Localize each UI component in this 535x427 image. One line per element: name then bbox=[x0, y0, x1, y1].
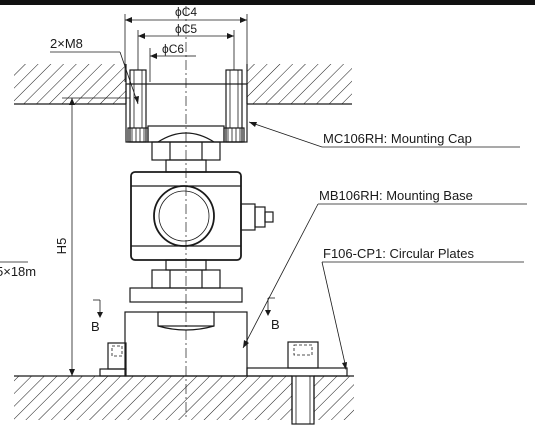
load-cell-body bbox=[130, 171, 274, 261]
upper-structure bbox=[14, 64, 352, 105]
thread-leader bbox=[50, 51, 139, 105]
callout-leader-mounting-cap bbox=[248, 121, 520, 148]
callout-leader-mounting-base bbox=[242, 203, 527, 349]
left-anchor-bolt bbox=[99, 342, 127, 377]
dim-label-c5: ϕC5 bbox=[175, 22, 197, 36]
dim-label-h5: H5 bbox=[54, 238, 69, 255]
mounting-cap bbox=[125, 69, 248, 143]
callout-mounting-base: MB106RH: Mounting Base bbox=[319, 188, 473, 203]
dim-label-thread: 2×M8 bbox=[50, 36, 83, 51]
dimension-c6 bbox=[149, 48, 196, 82]
callout-mounting-cap: MC106RH: Mounting Cap bbox=[323, 131, 472, 146]
dimension-c4 bbox=[124, 14, 248, 82]
circular-plate bbox=[246, 367, 348, 377]
dim-label-c4: ϕC4 bbox=[175, 5, 197, 19]
top-border-bar bbox=[0, 0, 535, 5]
section-mark-right bbox=[265, 297, 275, 316]
dimension-h5 bbox=[62, 97, 130, 376]
partial-label-bottom: 5×18m bbox=[0, 264, 36, 279]
dimension-c5 bbox=[137, 30, 235, 70]
callout-circular-plates: F106-CP1: Circular Plates bbox=[323, 246, 474, 261]
floor-structure bbox=[14, 375, 354, 420]
dim-label-c6: ϕC6 bbox=[162, 42, 184, 56]
section-mark-left bbox=[93, 299, 103, 318]
section-label-right: B bbox=[271, 317, 280, 332]
section-label-left: B bbox=[91, 319, 100, 334]
callout-leader-circular-plates bbox=[321, 261, 524, 370]
